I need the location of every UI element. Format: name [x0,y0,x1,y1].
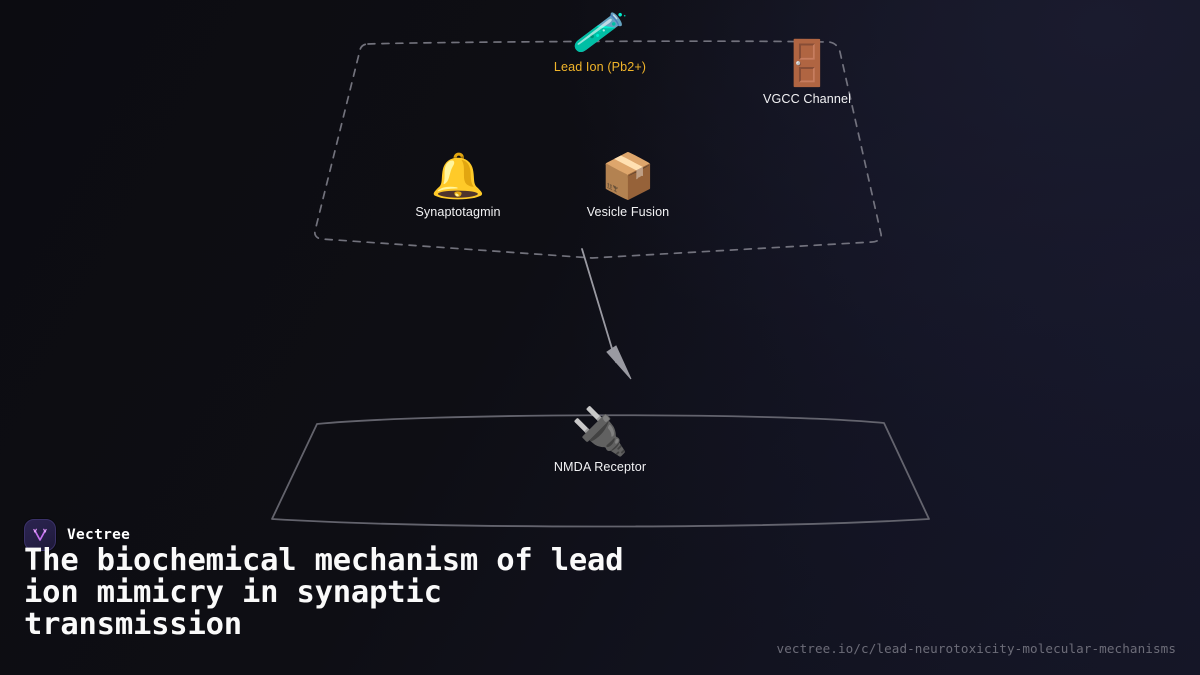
page-title: The biochemical mechanism of lead ion mi… [24,543,624,642]
package-icon: 📦 [600,151,656,202]
test-tube-icon: 🧪 [570,4,630,61]
door-icon: 🚪 [779,38,835,89]
node-vgcc-channel-label: VGCC Channel [763,92,851,106]
node-lead-ion-label: Lead Ion (Pb2+) [553,60,647,74]
node-synaptotagmin[interactable]: 🔔 Synaptotagmin [368,155,548,221]
connector-terminal-to-receptor [581,248,632,380]
region-postsynaptic-membrane [271,414,930,528]
node-vgcc-channel[interactable]: 🚪 VGCC Channel [717,42,897,108]
vectree-v-logo-icon [33,528,47,541]
brand-badge [24,519,56,551]
brand-lockup[interactable]: Vectree [24,519,130,551]
electric-plug-icon: 🔌 [571,404,629,458]
node-vesicle-fusion[interactable]: 📦 Vesicle Fusion [538,155,718,221]
permalink-url: vectree.io/c/lead-neurotoxicity-molecula… [776,641,1176,656]
footer: Vectree The biochemical mechanism of lea… [0,505,1200,675]
brand-name: Vectree [67,527,131,543]
node-lead-ion[interactable]: 🧪 Lead Ion (Pb2+) [510,4,690,76]
region-presynaptic-terminal [313,40,882,259]
bell-icon: 🔔 [430,151,486,202]
node-nmda-receptor-label: NMDA Receptor [553,460,647,474]
node-nmda-receptor[interactable]: 🔌 NMDA Receptor [510,408,690,476]
node-vesicle-fusion-label: Vesicle Fusion [586,205,670,219]
node-synaptotagmin-label: Synaptotagmin [415,205,501,219]
